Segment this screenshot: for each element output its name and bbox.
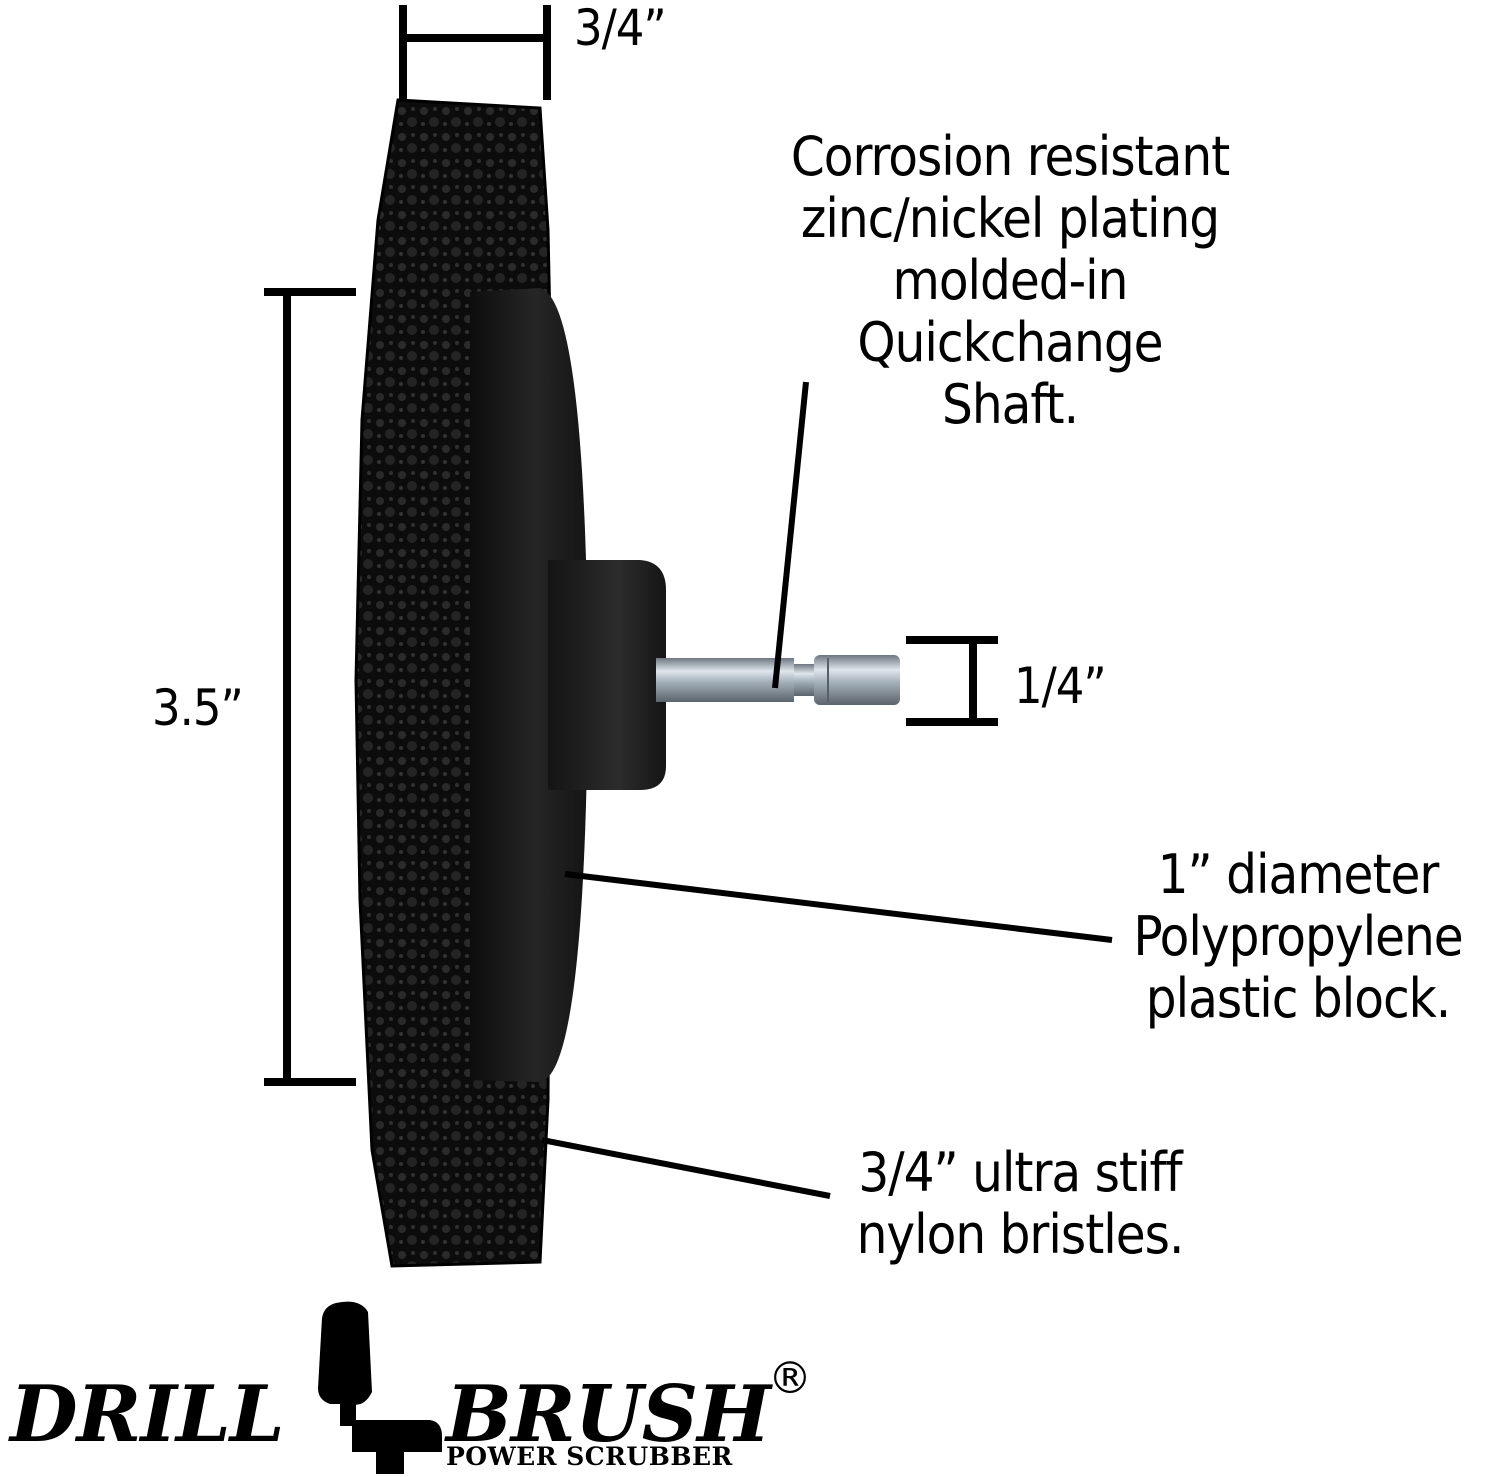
shaft-callout-line-4: Quickchange [857, 311, 1163, 374]
bristles-callout: 3/4” ultra stiff nylon bristles. [800, 1142, 1240, 1266]
shaft-callout: Corrosion resistant zinc/nickel plating … [740, 126, 1280, 436]
brand-logo: DRILL BRUSH ® POWER SCRUBBER [10, 1295, 830, 1477]
shaft-callout-line-3: molded-in [892, 249, 1129, 312]
block-callout-line-3: plastic block. [1145, 967, 1451, 1030]
dimension-height-label: 3.5” [152, 679, 244, 737]
registered-mark: ® [768, 1353, 812, 1404]
bristles-callout-line-1: 3/4” ultra stiff [858, 1141, 1182, 1204]
shaft-callout-line-5: Shaft. [941, 373, 1079, 436]
shaft-callout-line-1: Corrosion resistant [790, 125, 1230, 188]
brand-word-left: DRILL [10, 1369, 285, 1460]
hex-shaft [656, 655, 900, 705]
brand-tagline: POWER SCRUBBER [446, 1442, 733, 1471]
brand-figure-icon [318, 1301, 442, 1474]
dimension-height [264, 288, 356, 1086]
dimension-top-width-label: 3/4” [574, 0, 667, 57]
dimension-top-width [399, 5, 551, 100]
bristles-callout-line-2: nylon bristles. [856, 1203, 1185, 1266]
leader-lines [541, 381, 1113, 1199]
brand-word-right: BRUSH [446, 1369, 771, 1460]
dimension-shaft [906, 636, 998, 726]
hub [548, 560, 666, 790]
plastic-block [470, 288, 588, 1082]
block-callout-line-2: Polypropylene [1133, 905, 1463, 968]
block-callout: 1” diameter Polypropylene plastic block. [1096, 844, 1500, 1030]
block-callout-line-1: 1” diameter [1157, 843, 1440, 906]
shaft-callout-line-2: zinc/nickel plating [800, 187, 1220, 250]
dimension-shaft-label: 1/4” [1014, 657, 1107, 715]
